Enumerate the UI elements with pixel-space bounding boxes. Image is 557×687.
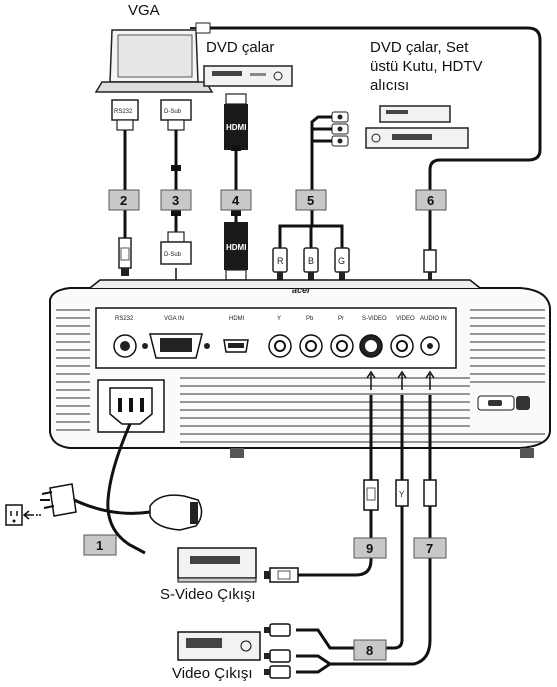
vga-in-port[interactable]: [142, 333, 210, 359]
port-label-svideo: S-VIDEO: [362, 316, 387, 322]
plug-label-hdmi-top: HDMI: [226, 123, 246, 132]
audio-plug-bottom: [423, 479, 437, 507]
label-svideo-output: S-Video Çıkışı: [160, 586, 256, 603]
svideo-plug-horizontal: [264, 567, 299, 583]
io-panel: RS232 VGA IN HDMI Y Pb Pr S-VIDEO VIDEO …: [95, 307, 457, 369]
power-socket[interactable]: [97, 379, 165, 433]
cable-badge-9: 9: [353, 537, 387, 559]
dsub-connector-top: D-Sub: [160, 99, 192, 131]
svg-text:B: B: [308, 256, 314, 266]
hdmi-connector-bottom: HDMI: [224, 222, 248, 281]
svg-text:8: 8: [366, 643, 373, 658]
cable-badge-7: 7: [413, 537, 447, 559]
plug-label-rs232: RS232: [114, 109, 133, 115]
dvd-player-icon: [203, 65, 293, 87]
cable-badge-8: 8: [353, 639, 387, 661]
label-vga: VGA: [128, 2, 160, 19]
svg-text:1: 1: [96, 538, 103, 553]
plug-label-hdmi-bottom: HDMI: [226, 243, 246, 252]
rca-heads-bottom: [264, 623, 291, 679]
rs232-plug-bottom: [118, 237, 132, 276]
cable-badge-5: 5: [295, 189, 327, 211]
insert-arrows-bottom: [366, 370, 435, 390]
cable-badge-3: 3: [160, 189, 192, 211]
cable-badge-1: 1: [83, 534, 117, 556]
component-rca-top: [331, 111, 349, 147]
port-label-pr: Pr: [338, 316, 344, 322]
port-label-video: VIDEO: [396, 316, 415, 322]
cable-badge-4: 4: [220, 189, 252, 211]
cable-badge-2: 2: [108, 189, 140, 211]
svg-text:R: R: [277, 256, 284, 266]
plug-label-dsub-bottom: D-Sub: [164, 252, 182, 258]
label-sources-line2: üstü Kutu, HDTV: [370, 58, 483, 75]
port-label-pb: Pb: [306, 316, 314, 322]
dsub-connector-bottom: D-Sub: [160, 231, 192, 265]
svg-text:3: 3: [172, 193, 179, 208]
plug-label-dsub-top: D-Sub: [164, 109, 182, 115]
rca-plug-g: G: [334, 247, 350, 282]
brand-logo: acer: [292, 285, 311, 295]
port-label-vga-in: VGA IN: [164, 316, 184, 322]
pb-port[interactable]: [299, 334, 323, 358]
svideo-port[interactable]: [359, 334, 383, 358]
rca-plug-b: B: [303, 247, 319, 282]
port-label-y: Y: [277, 316, 281, 322]
svg-text:Y: Y: [399, 490, 405, 499]
label-sources-line3: alıcısı: [370, 77, 409, 94]
y-port[interactable]: [268, 334, 292, 358]
power-plug-wall: [41, 483, 77, 517]
audio-in-port[interactable]: [420, 336, 440, 356]
cable-badge-6: 6: [415, 189, 447, 211]
power-plug-device: [149, 494, 203, 531]
video-source-icon: [177, 631, 261, 661]
svg-text:4: 4: [232, 193, 240, 208]
video-plug-y: Y: [395, 479, 409, 507]
svg-text:5: 5: [307, 193, 314, 208]
settop-box-icon: [365, 105, 469, 149]
audio-plug-top: [423, 249, 437, 282]
port-label-rs232: RS232: [115, 316, 134, 322]
port-label-hdmi: HDMI: [229, 316, 245, 322]
svg-text:2: 2: [120, 193, 127, 208]
port-label-audio-in: AUDIO IN: [420, 316, 447, 322]
hdmi-connector-top: HDMI: [224, 93, 248, 150]
label-dvd-player: DVD çalar: [206, 39, 274, 56]
label-video-output: Video Çıkışı: [172, 665, 253, 682]
hdmi-port[interactable]: [223, 339, 249, 353]
rca-plug-r: R: [272, 247, 288, 282]
pr-port[interactable]: [330, 334, 354, 358]
svg-text:G: G: [338, 256, 345, 266]
svideo-source-icon: [177, 547, 257, 583]
video-port[interactable]: [390, 334, 414, 358]
svideo-plug-vertical: [363, 479, 379, 511]
svg-text:9: 9: [366, 541, 373, 556]
rs232-connector-top: RS232: [111, 99, 139, 131]
wall-outlet-icon: [5, 504, 42, 526]
svg-text:6: 6: [427, 193, 434, 208]
label-sources-line1: DVD çalar, Set: [370, 39, 469, 56]
svg-text:7: 7: [426, 541, 433, 556]
laptop-icon: [94, 29, 214, 93]
